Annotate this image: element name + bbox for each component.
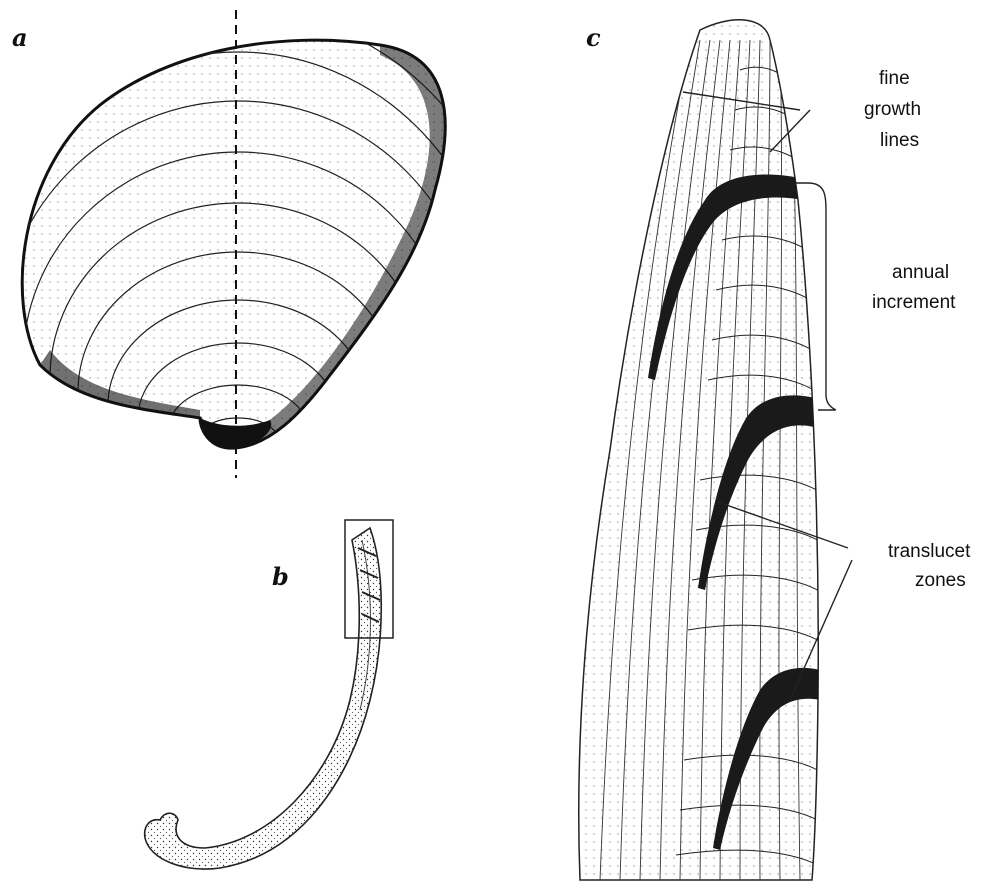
panel-c-letter: c: [586, 23, 601, 52]
shell-valve-drawing: [0, 10, 520, 620]
label-increment: increment: [872, 292, 956, 313]
label-fine-growth-lines: fine growth lines: [864, 68, 921, 151]
label-annual: annual: [892, 262, 949, 283]
enlarged-section: [579, 20, 826, 880]
shell-cross-section: [145, 528, 382, 869]
panel-b-letter: b: [272, 562, 289, 591]
label-translucet: translucet: [888, 541, 971, 562]
label-annual-increment: annual increment: [872, 262, 956, 313]
panel-a: a: [0, 10, 520, 620]
panel-a-letter: a: [12, 23, 28, 52]
cross-section-outline: [145, 528, 382, 869]
label-fine: fine: [879, 68, 910, 89]
label-lines: lines: [880, 130, 919, 151]
panel-c: c: [579, 20, 971, 880]
enlarged-section-outline: [579, 20, 819, 880]
label-growth: growth: [864, 99, 921, 120]
label-translucent-zones: translucet zones: [888, 541, 971, 591]
panel-b: b: [145, 520, 393, 869]
label-zones: zones: [915, 570, 966, 591]
